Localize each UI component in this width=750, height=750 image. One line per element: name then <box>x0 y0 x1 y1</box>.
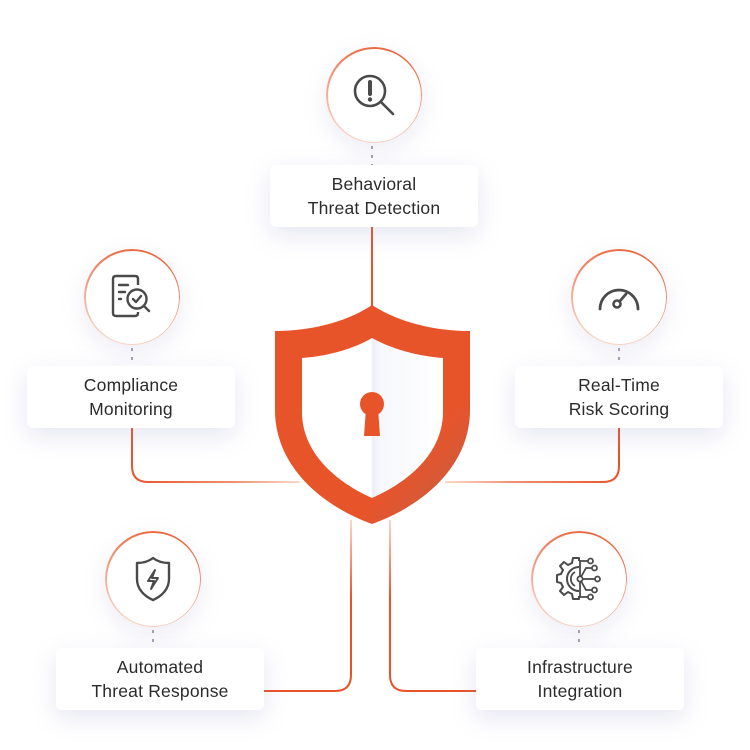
alert-magnifier-icon <box>353 74 395 116</box>
label-line-2: Risk Scoring <box>568 399 670 419</box>
real-time-risk-scoring-label: Real-Time Risk Scoring <box>515 366 723 428</box>
behavioral-threat-detection-icon-circle <box>326 47 422 143</box>
document-check-search-icon <box>111 274 151 318</box>
infrastructure-integration-icon-circle <box>531 531 627 627</box>
automated-threat-response-label: Automated Threat Response <box>56 648 264 710</box>
behavioral-threat-detection-label: Behavioral Threat Detection <box>270 165 478 227</box>
label-line-2: Monitoring <box>89 399 173 419</box>
compliance-monitoring-icon-circle <box>84 249 180 345</box>
shield-bolt-icon <box>135 556 171 602</box>
label-line-2: Threat Response <box>91 681 229 701</box>
automated-threat-response-icon-circle <box>105 531 201 627</box>
infrastructure-integration-label: Infrastructure Integration <box>476 648 684 710</box>
real-time-risk-scoring-icon-circle <box>571 249 667 345</box>
label-line-1: Infrastructure <box>527 657 633 677</box>
label-line-1: Real-Time <box>578 375 660 395</box>
label-line-1: Behavioral <box>331 174 417 194</box>
shield-keyhole-icon <box>275 305 470 524</box>
label-line-1: Compliance <box>83 375 179 395</box>
label-line-2: Integration <box>537 681 623 701</box>
gear-network-icon <box>556 557 601 601</box>
label-line-1: Automated <box>116 657 204 677</box>
gauge-icon <box>598 288 640 311</box>
compliance-monitoring-label: Compliance Monitoring <box>27 366 235 428</box>
dotted-connectors <box>131 146 620 648</box>
label-line-2: Threat Detection <box>307 198 441 218</box>
